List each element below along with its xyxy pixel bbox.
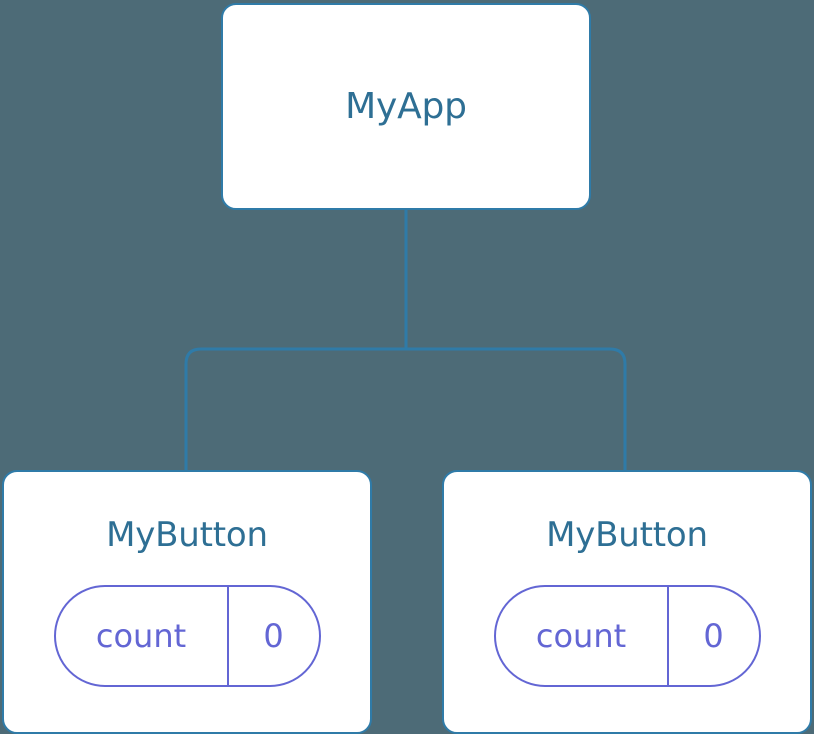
edge-root-to-button-0 (184, 347, 406, 472)
node-mybutton-1[interactable]: MyButton count 0 (442, 470, 812, 734)
node-mybutton-1-title: MyButton (546, 515, 708, 555)
state-pill-1-key-cell: count (496, 587, 669, 685)
state-pill-0-key: count (95, 617, 187, 655)
state-pill-0-key-cell: count (56, 587, 229, 685)
state-pill-1[interactable]: count 0 (493, 585, 761, 687)
state-pill-0-value-cell: 0 (229, 587, 319, 685)
state-pill-1-key: count (535, 617, 627, 655)
node-mybutton-0-title: MyButton (106, 515, 268, 555)
edge-root-to-button-1 (406, 347, 627, 472)
node-myapp-title: MyApp (345, 85, 467, 127)
state-pill-1-value-cell: 0 (669, 587, 759, 685)
state-pill-0[interactable]: count 0 (53, 585, 321, 687)
state-pill-0-value: 0 (263, 617, 284, 655)
state-pill-1-value: 0 (703, 617, 724, 655)
node-mybutton-0[interactable]: MyButton count 0 (2, 470, 372, 734)
node-myapp[interactable]: MyApp (221, 3, 591, 210)
